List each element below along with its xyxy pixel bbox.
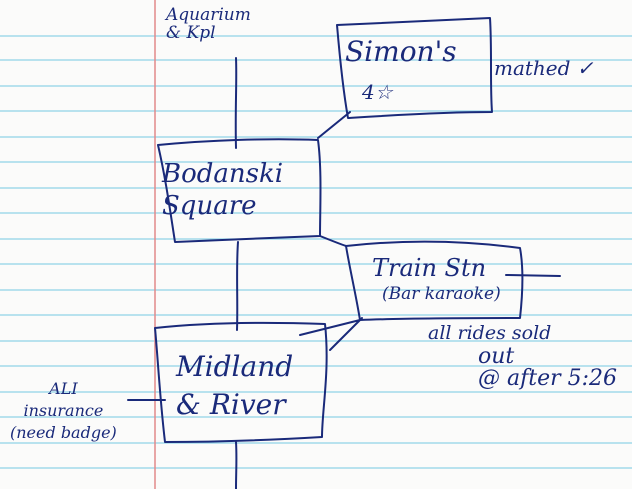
connector-top [234, 57, 238, 149]
train-label: Train Stn [372, 254, 487, 282]
midland-label: Midland & River [176, 350, 294, 421]
all-rides-note: all rides sold [428, 322, 552, 344]
train-tick [505, 274, 561, 277]
ali-note: ALI insurance (need badge) [10, 379, 117, 442]
connector-simons [317, 111, 351, 139]
simons-label: Simon's [345, 35, 457, 68]
train-box [345, 240, 524, 321]
midland-box [154, 321, 328, 443]
out-after-note: out @ after 5:26 [478, 344, 618, 391]
simons-extra-note: mathed ✓ [494, 56, 594, 80]
connector-midland-train [299, 317, 363, 351]
simons-rating: 4☆ [362, 80, 393, 104]
connector-train [319, 235, 347, 247]
aquarium-note: Aquarium & Kpl [166, 5, 251, 43]
train-sub-label: (Bar karaoke) [382, 284, 501, 304]
connector-middle [236, 241, 239, 331]
ruled-lines [0, 35, 632, 469]
bodanski-label: Bodanski Square [162, 159, 284, 221]
simons-box [336, 17, 493, 119]
